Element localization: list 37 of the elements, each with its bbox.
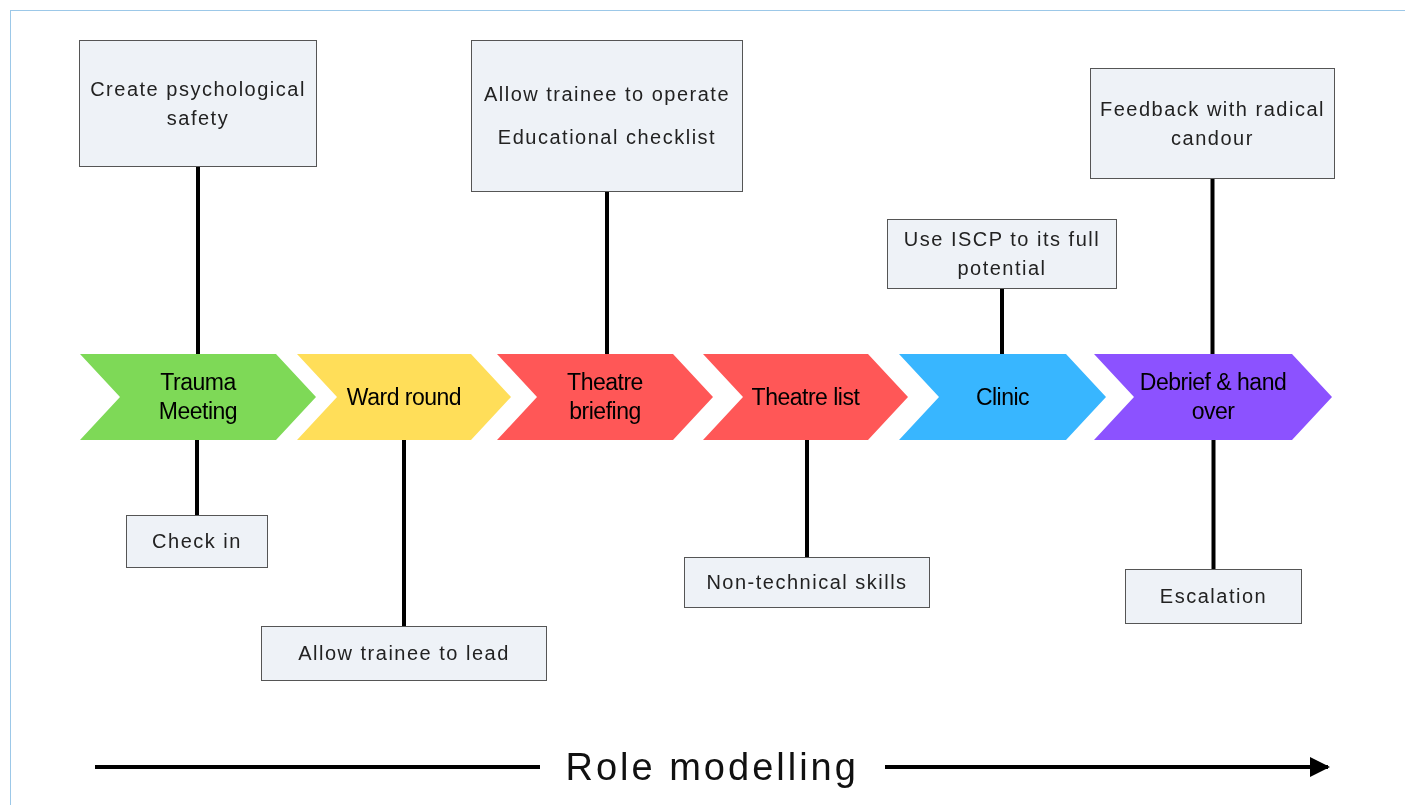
connector-line (605, 192, 609, 354)
chevron-step (497, 354, 713, 440)
connector-line (805, 440, 809, 557)
note-box (1125, 569, 1302, 624)
chevron-step (899, 354, 1106, 440)
step-label: Clinic (975, 382, 1030, 412)
chevron-step (297, 354, 511, 440)
note-box (1090, 68, 1335, 179)
step-label: Trauma Meeting (157, 368, 239, 426)
note-text: Create psychological safety (89, 76, 307, 131)
step-label: Theatre briefing (566, 368, 644, 426)
note-text: Check in (152, 529, 242, 554)
note-text: Escalation (1159, 584, 1268, 609)
chevron-step (703, 354, 908, 440)
note-box (126, 515, 268, 568)
connector-line (1211, 440, 1216, 569)
connector-line (402, 440, 406, 626)
note-text: Allow trainee to operate (483, 82, 731, 107)
connector-line (1000, 289, 1004, 354)
note-text: Feedback with radical candour (1099, 96, 1326, 151)
note-text: Non-technical skills (706, 570, 908, 595)
connector-line (195, 440, 199, 515)
note-box (471, 40, 743, 192)
step-label: Debrief & hand over (1138, 368, 1288, 426)
chevron-step (80, 354, 316, 440)
chevron-step (1094, 354, 1332, 440)
note-text: Allow trainee to lead (298, 641, 510, 666)
note-box (261, 626, 547, 681)
step-label: Ward round (346, 382, 462, 412)
note-text: Use ISCP to its full potential (902, 227, 1102, 281)
connector-line (1210, 179, 1215, 354)
note-box (79, 40, 317, 167)
connector-line (196, 167, 200, 354)
step-label: Theatre list (751, 382, 860, 412)
note-text: Educational checklist (497, 125, 717, 150)
note-box (684, 557, 930, 608)
note-box (887, 219, 1117, 289)
